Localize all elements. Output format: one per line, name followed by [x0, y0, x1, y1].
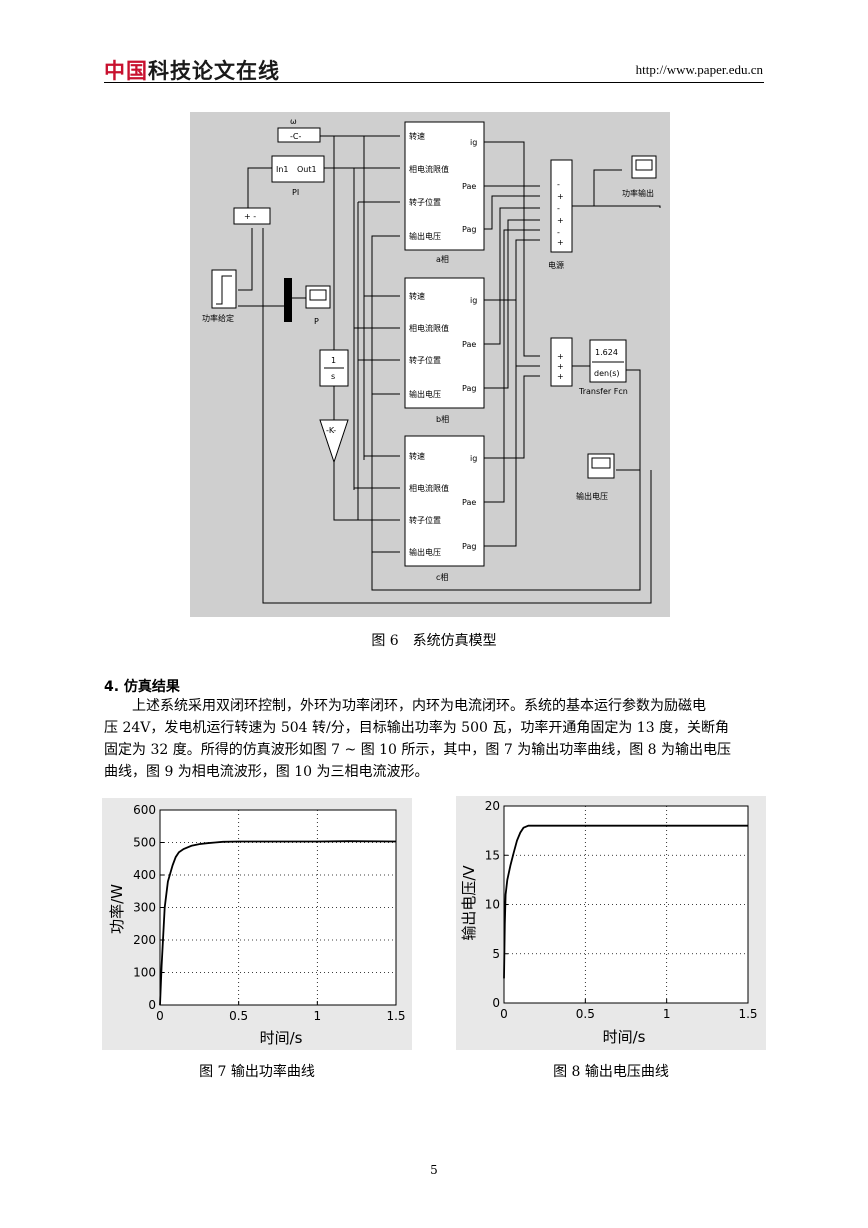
pi-in-label: In1 [276, 165, 289, 174]
phase-b-in-limit: 相电流限值 [409, 323, 449, 333]
y-tick-label: 15 [485, 848, 500, 862]
figure-6-caption: 图 6 系统仿真模型 [371, 633, 497, 649]
phase-c-in-limit: 相电流限值 [409, 483, 449, 493]
figure-8-caption: 图 8 输出电压曲线 [553, 1064, 669, 1080]
phase-c-out-ig: ig [470, 454, 477, 463]
page-number: 5 [430, 1163, 438, 1177]
logo-red-text: 中国 [104, 59, 148, 83]
phase-a-out-pae: Pae [462, 182, 476, 191]
mux-sign: + [557, 192, 564, 201]
mux-sign: - [557, 180, 560, 189]
phase-a-in-rotor: 转子位置 [409, 197, 441, 207]
phase-b-out-pag: Pag [462, 384, 476, 393]
source-label: 电源 [548, 260, 564, 270]
const-block-label: -C- [290, 132, 301, 141]
omega-label: ω [290, 117, 297, 126]
y-tick-label: 300 [133, 901, 156, 915]
pi-out-label: Out1 [297, 165, 317, 174]
x-tick-label: 0 [156, 1009, 164, 1023]
pi-name-label: PI [292, 188, 299, 197]
phase-c-in-voltage: 输出电压 [409, 547, 441, 557]
tf-num-label: 1.624 [595, 348, 618, 357]
phase-c-name: c相 [436, 572, 448, 582]
figure-7-caption: 图 7 输出功率曲线 [199, 1064, 315, 1080]
phase-a-name: a相 [436, 254, 449, 264]
mux-sign: + [557, 216, 564, 225]
power-out-label: 功率输出 [622, 188, 654, 198]
section-heading: 4. 仿真结果 [104, 679, 180, 695]
x-axis-label: 时间/s [603, 1028, 646, 1046]
simulink-model-diagram: ω -C- In1 Out1 PI + - 功率给定 P 1 s -K- 电源 … [190, 112, 670, 617]
integrator-num: 1 [331, 356, 336, 365]
integrator-den: s [331, 372, 335, 381]
phase-a-out-ig: ig [470, 138, 477, 147]
phase-a-in-speed: 转速 [409, 131, 425, 141]
scope-p-label: P [314, 317, 319, 326]
x-axis-label: 时间/s [260, 1029, 303, 1047]
y-tick-label: 200 [133, 933, 156, 947]
phase-b-in-voltage: 输出电压 [409, 389, 441, 399]
paragraph-line: 曲线，图 9 为相电流波形，图 10 为三相电流波形。 [104, 764, 429, 780]
sum3-sign: + [557, 372, 564, 381]
x-tick-label: 1.5 [386, 1009, 405, 1023]
paragraph-line: 压 24V，发电机运行转速为 504 转/分，目标输出功率为 500 瓦，功率开… [104, 720, 730, 736]
paragraph-line: 上述系统采用双闭环控制，外环为功率闭环，内环为电流闭环。系统的基本运行参数为励磁… [132, 698, 706, 714]
mux-sign: - [557, 204, 560, 213]
logo-dark-text: 科技论文在线 [148, 59, 280, 83]
x-tick-label: 0 [500, 1007, 508, 1021]
section-body: 上述系统采用双闭环控制，外环为功率闭环，内环为电流闭环。系统的基本运行参数为励磁… [104, 695, 768, 783]
voltage-output-chart: 0 0.5 1 1.5 0 5 10 15 20 时间/s 输出电压/V [456, 796, 766, 1050]
phase-c-in-rotor: 转子位置 [409, 515, 441, 525]
x-tick-label: 1 [314, 1009, 322, 1023]
y-tick-label: 0 [148, 998, 156, 1012]
y-tick-label: 100 [133, 966, 156, 980]
sum-block-label: + - [244, 212, 256, 221]
x-tick-label: 0.5 [229, 1009, 248, 1023]
phase-b-out-ig: ig [470, 296, 477, 305]
x-tick-label: 0.5 [576, 1007, 595, 1021]
header-url[interactable]: http://www.paper.edu.cn [635, 62, 763, 77]
phase-b-out-pae: Pae [462, 340, 476, 349]
y-axis-label: 功率/W [108, 884, 126, 934]
phase-a-out-pag: Pag [462, 225, 476, 234]
data-series-line [159, 840, 397, 1006]
phase-c-out-pag: Pag [462, 542, 476, 551]
y-tick-label: 500 [133, 836, 156, 850]
phase-b-name: b相 [436, 414, 449, 424]
sum3-sign: + [557, 362, 564, 371]
out-voltage-label: 输出电压 [576, 491, 608, 501]
y-tick-label: 20 [485, 799, 500, 813]
y-tick-label: 400 [133, 868, 156, 882]
y-tick-label: 10 [485, 898, 500, 912]
x-tick-label: 1.5 [738, 1007, 757, 1021]
header-rule [104, 82, 764, 83]
power-output-chart: 0 0.5 1 1.5 0 100 200 300 400 500 600 时间/s 功率/W [102, 798, 412, 1050]
gain-label: -K- [326, 426, 336, 435]
y-tick-label: 5 [492, 947, 500, 961]
paragraph-line: 固定为 32 度。所得的仿真波形如图 7 ~ 图 10 所示，其中，图 7 为输… [104, 742, 732, 758]
tf-den-label: den(s) [594, 369, 619, 378]
y-axis-label: 输出电压/V [460, 865, 478, 941]
phase-b-in-rotor: 转子位置 [409, 355, 441, 365]
data-series-line [503, 824, 748, 979]
sum3-sign: + [557, 352, 564, 361]
y-tick-label: 600 [133, 803, 156, 817]
phase-a-in-limit: 相电流限值 [409, 164, 449, 174]
phase-c-out-pae: Pae [462, 498, 476, 507]
phase-c-in-speed: 转速 [409, 451, 425, 461]
y-tick-label: 0 [492, 996, 500, 1010]
mux-sign: - [557, 228, 560, 237]
power-set-label: 功率给定 [202, 313, 234, 323]
phase-b-in-speed: 转速 [409, 291, 425, 301]
phase-a-in-voltage: 输出电压 [409, 231, 441, 241]
journal-logo: 中国科技论文在线 [104, 55, 280, 85]
tf-name-label: Transfer Fcn [578, 387, 628, 396]
mux-sign: + [557, 238, 564, 247]
x-tick-label: 1 [663, 1007, 671, 1021]
